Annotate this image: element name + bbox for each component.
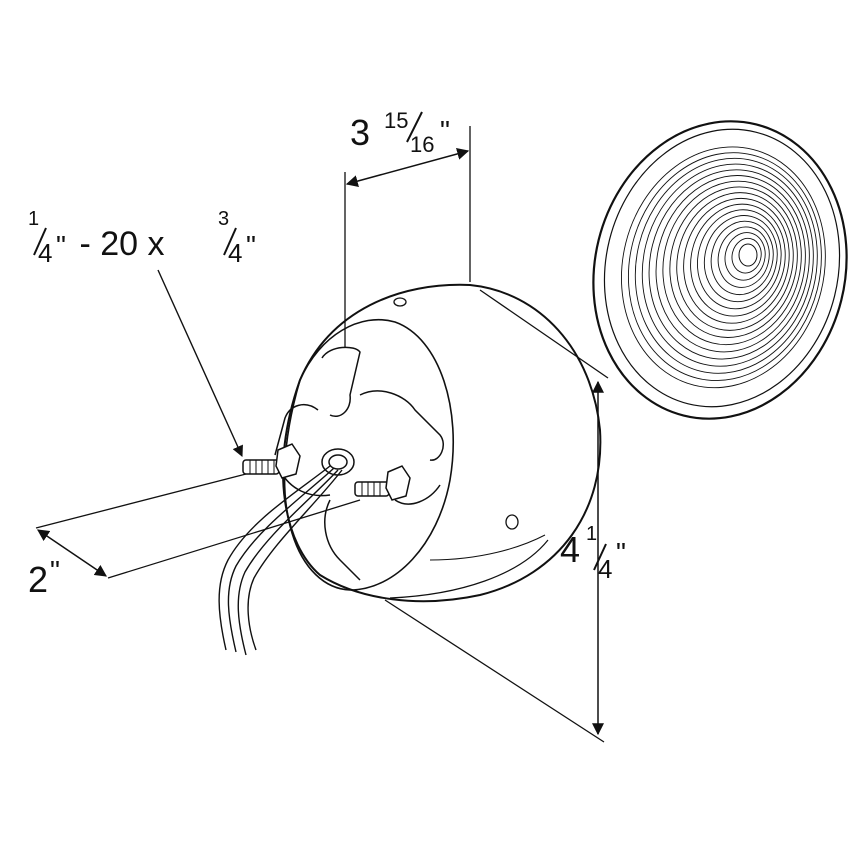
- wire-grommet: [321, 448, 355, 476]
- lens-ring: [690, 203, 786, 317]
- stud-den1: 4: [38, 238, 52, 268]
- left-stud: [242, 443, 301, 479]
- lens-ring: [731, 237, 762, 274]
- lens-ring: [634, 157, 818, 374]
- lead-value: 2: [28, 559, 48, 600]
- stud-unit2: ": [246, 230, 256, 261]
- lens-ring: [621, 146, 826, 389]
- lens-ring: [696, 209, 782, 310]
- lens-rings: [621, 146, 826, 389]
- lead-unit: ": [50, 555, 60, 586]
- lens-ring: [641, 163, 814, 367]
- diameter-dimension: [384, 289, 609, 743]
- lens-ring: [669, 186, 798, 338]
- lens-ring: [676, 192, 794, 331]
- stud-num2: 3: [218, 208, 229, 230]
- stud-thread: - 20 x: [70, 225, 174, 263]
- lamp-housing: [282, 283, 602, 603]
- lens-ring: [717, 226, 770, 288]
- stud-callout: 1 4 " - 20 x 3 4 ": [28, 208, 256, 458]
- lens-ring: [655, 175, 806, 353]
- depth-label: 3 15 16 ": [350, 108, 450, 157]
- diameter-denominator: 4: [598, 554, 612, 584]
- depth-numerator: 15: [384, 108, 408, 133]
- diameter-label: 4 1 4 ": [560, 523, 626, 584]
- lens-ring: [683, 197, 790, 324]
- lead-dimension: [35, 473, 361, 579]
- depth-dimension: [344, 126, 471, 348]
- lead-wires: [218, 465, 343, 656]
- depth-denominator: 16: [410, 132, 434, 157]
- right-stud: [354, 465, 411, 501]
- depth-unit: ": [440, 115, 450, 146]
- lens-ring: [662, 180, 802, 346]
- lens-ring: [703, 215, 778, 303]
- lens-ring: [627, 152, 822, 381]
- depth-whole: 3: [350, 112, 370, 153]
- diameter-unit: ": [616, 537, 626, 568]
- lens-ring: [710, 220, 774, 296]
- diameter-whole: 4: [560, 529, 580, 570]
- lens-ring: [648, 169, 810, 360]
- diameter-numerator: 1: [586, 523, 597, 545]
- stud-num1: 1: [28, 208, 39, 230]
- lens-ring: [724, 232, 766, 281]
- stud-den2: 4: [228, 238, 242, 268]
- lens: [592, 120, 848, 420]
- stud-unit1: ": [56, 230, 66, 261]
- back-ribs: [274, 346, 444, 581]
- lead-label: 2 ": [28, 555, 60, 600]
